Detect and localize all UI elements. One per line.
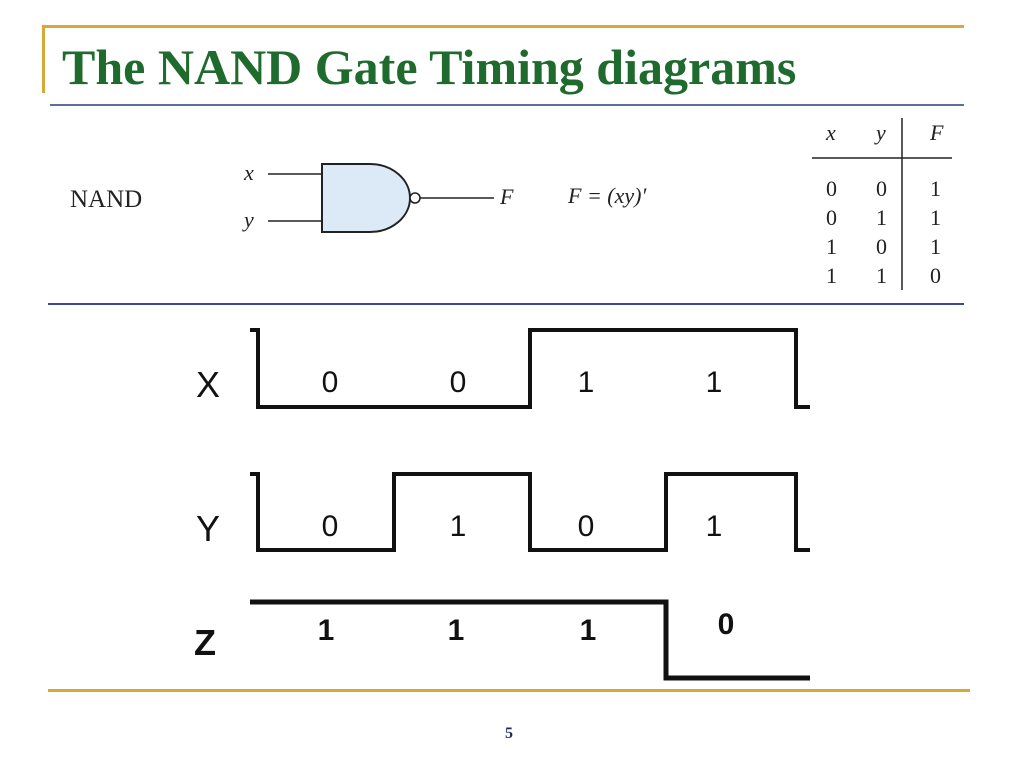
signal-z-bit: 1 bbox=[317, 614, 335, 647]
signal-x-bit: 1 bbox=[705, 366, 723, 399]
gate-input-y-label: y bbox=[244, 207, 254, 232]
gate-name-label: NAND bbox=[70, 186, 143, 213]
truth-table-cell: 1 bbox=[826, 263, 837, 288]
truth-table-cell: 1 bbox=[930, 205, 941, 230]
waveform-y bbox=[250, 472, 810, 552]
signal-x-bit: 0 bbox=[321, 366, 339, 399]
nand-gate-body bbox=[321, 163, 411, 233]
title-divider bbox=[50, 104, 964, 106]
truth-table-header-f: F bbox=[930, 120, 944, 145]
truth-table-cell: 1 bbox=[930, 176, 941, 201]
signal-y-bit: 1 bbox=[449, 510, 467, 543]
signal-z-bit: 0 bbox=[717, 608, 735, 641]
signal-z-bit: 1 bbox=[447, 614, 465, 647]
signal-x-bit: 0 bbox=[449, 366, 467, 399]
truth-table-cell: 0 bbox=[826, 176, 837, 201]
signal-x-bit: 1 bbox=[577, 366, 595, 399]
waveform-z bbox=[250, 599, 810, 681]
gate-input-x-label: x bbox=[244, 160, 254, 185]
frame-top-accent bbox=[42, 25, 964, 28]
truth-table-cell: 0 bbox=[826, 205, 837, 230]
signal-y-bit: 1 bbox=[705, 510, 723, 543]
section-divider bbox=[48, 303, 964, 305]
signal-z-bit: 1 bbox=[579, 614, 597, 647]
truth-table-cell: 1 bbox=[930, 234, 941, 259]
inversion-bubble bbox=[409, 192, 421, 204]
truth-table-cell: 0 bbox=[876, 234, 887, 259]
truth-table-grid bbox=[812, 118, 952, 290]
signal-label-y: Y bbox=[196, 508, 221, 549]
truth-table-header-x: x bbox=[826, 120, 836, 145]
frame-left-accent bbox=[42, 25, 45, 93]
gate-output-label: F bbox=[500, 184, 514, 209]
truth-table-cell: 0 bbox=[876, 176, 887, 201]
signal-label-x: X bbox=[196, 364, 221, 405]
truth-table-header-y: y bbox=[876, 120, 886, 145]
signal-y-bit: 0 bbox=[577, 510, 595, 543]
truth-table-cell: 0 bbox=[930, 263, 941, 288]
page-number: 5 bbox=[505, 725, 513, 742]
truth-table-cell: 1 bbox=[876, 205, 887, 230]
signal-y-bit: 0 bbox=[321, 510, 339, 543]
waveform-x bbox=[250, 328, 810, 409]
slide-title: The NAND Gate Timing diagrams bbox=[62, 39, 797, 95]
truth-table-cell: 1 bbox=[876, 263, 887, 288]
nand-gate-symbol bbox=[268, 163, 494, 233]
timing-waveforms bbox=[250, 328, 810, 681]
truth-table-cell: 1 bbox=[826, 234, 837, 259]
signal-label-z: Z bbox=[194, 622, 216, 663]
boolean-expression: F = (xy)′ bbox=[568, 183, 647, 208]
bottom-divider bbox=[48, 689, 970, 692]
